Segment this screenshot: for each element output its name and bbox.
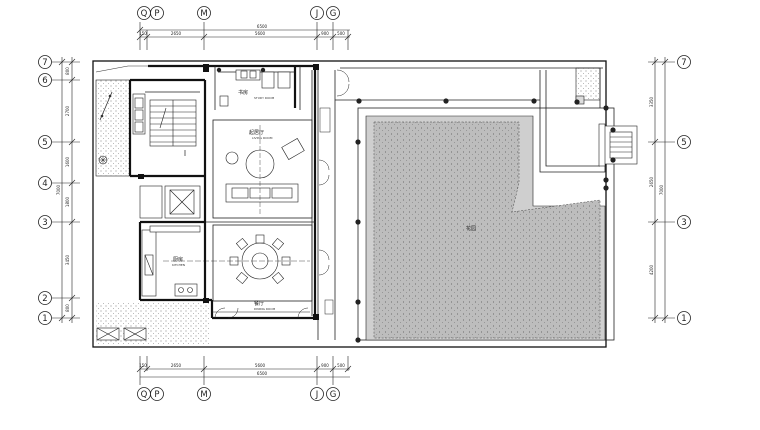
right-dim-3: 4200 xyxy=(649,264,654,275)
bottom-dim-4: 900 xyxy=(321,363,329,368)
bottom-dim-3: 5600 xyxy=(255,363,266,368)
bottom-grid-label-m: M xyxy=(200,390,207,400)
structural-columns xyxy=(138,64,319,320)
left-grid-bubbles xyxy=(38,55,52,325)
left-grid-label-3: 3 xyxy=(42,218,47,228)
elevator-bath xyxy=(139,185,201,219)
bottom-doors xyxy=(212,307,310,319)
corner-planter xyxy=(575,67,601,105)
bottom-grid-label-q: Q xyxy=(141,390,148,400)
left-grid-label-4: 4 xyxy=(42,179,47,189)
top-grid-label-g: G xyxy=(330,9,337,19)
right-grid-bubbles xyxy=(677,55,691,325)
bottom-dim-1: 150 xyxy=(139,363,147,368)
left-dim-2: 2700 xyxy=(65,105,70,116)
left-garden xyxy=(95,65,148,177)
bottom-dim-5: 500 xyxy=(337,363,345,368)
left-grid-label-7: 7 xyxy=(42,58,47,68)
dining-sub-label: DINING ROOM xyxy=(254,307,276,311)
top-dim-1: 150 xyxy=(139,31,147,36)
bottom-total-dim: 6500 xyxy=(257,371,268,376)
top-dim-5: 500 xyxy=(337,31,345,36)
top-total-dim: 6500 xyxy=(257,24,268,29)
living-label: 起居厅 xyxy=(249,130,264,136)
top-dimension-chain xyxy=(136,22,352,50)
left-dim-6: 800 xyxy=(65,304,70,312)
top-grid-bubbles xyxy=(137,6,340,20)
study-sub-label: STUDY ROOM xyxy=(254,96,275,100)
top-grid-label-p: P xyxy=(154,9,159,19)
top-grid-label-q: Q xyxy=(141,9,148,19)
right-grid-label-7: 7 xyxy=(681,58,686,68)
bottom-grid-label-p: P xyxy=(154,390,159,400)
left-grid-label-5: 5 xyxy=(42,138,47,148)
top-dim-2: 2650 xyxy=(171,31,182,36)
left-dim-1: 800 xyxy=(65,67,70,75)
dining-label: 餐厅 xyxy=(254,300,264,307)
bottom-grid-label-g: G xyxy=(330,390,337,400)
living-sub-label: LIVING ROOM xyxy=(252,136,273,140)
study-furniture xyxy=(219,69,291,107)
perimeter-lamps xyxy=(216,67,616,343)
bottom-grid-label-j: J xyxy=(315,390,319,400)
garden-lawn-texture xyxy=(374,122,600,338)
right-dim-2: 2650 xyxy=(649,176,654,187)
planter-boxes xyxy=(96,327,147,341)
top-grid-label-j: J xyxy=(315,9,319,19)
bottom-dimension-chain xyxy=(136,356,352,385)
top-grid-label-m: M xyxy=(200,9,207,19)
left-dim-4: 1800 xyxy=(65,196,70,207)
site-boundary xyxy=(92,60,607,348)
left-dimension-chain xyxy=(52,57,80,323)
kitchen-furniture xyxy=(141,225,201,297)
entry-porch xyxy=(598,123,638,167)
left-grid-label-6: 6 xyxy=(42,76,47,86)
right-grid-label-5: 5 xyxy=(681,138,686,148)
right-dimension-chain xyxy=(648,57,675,323)
left-total-dim: 7000 xyxy=(56,184,61,195)
top-dim-4: 900 xyxy=(321,31,329,36)
bottom-dim-2: 2650 xyxy=(171,363,182,368)
right-total-dim: 7000 xyxy=(659,184,664,195)
kitchen-sub-label: KITCHEN xyxy=(172,263,185,267)
stair-landing-furniture xyxy=(132,93,146,135)
right-grid-label-3: 3 xyxy=(681,218,686,228)
bottom-grid-bubbles xyxy=(137,387,340,401)
top-dim-3: 5600 xyxy=(255,31,266,36)
left-grid-label-2: 2 xyxy=(42,294,47,304)
left-grid-label-1: 1 xyxy=(42,314,47,324)
dining-furniture xyxy=(163,234,310,285)
left-dim-3: 1600 xyxy=(65,156,70,167)
garden-label: 花园 xyxy=(466,225,476,232)
kitchen-label: 厨房 xyxy=(173,256,183,263)
living-furniture xyxy=(225,125,305,215)
right-grid-label-1: 1 xyxy=(681,314,686,324)
stair xyxy=(149,99,197,156)
left-dim-5: 3450 xyxy=(65,254,70,265)
east-doors xyxy=(318,69,350,315)
right-dim-1: 3350 xyxy=(649,96,654,107)
study-label: 书房 xyxy=(238,89,248,96)
